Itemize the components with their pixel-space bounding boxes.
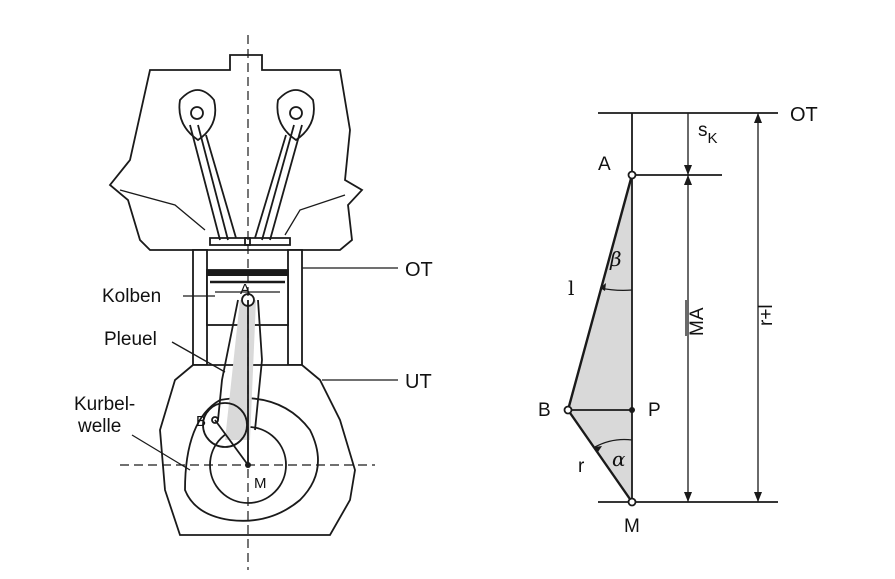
label-pleuel: Pleuel	[104, 329, 157, 350]
point-p	[629, 407, 635, 413]
diagram-label-m: M	[624, 516, 640, 537]
label-sk-main: s	[698, 120, 708, 141]
line-bm	[214, 419, 249, 466]
sk-arrowhead	[684, 165, 692, 175]
label-alpha: α	[612, 447, 626, 471]
label-ma: MA	[687, 307, 708, 336]
label-r: r	[578, 456, 585, 477]
rl-arrowhead-bottom	[754, 492, 762, 502]
crank-r	[567, 409, 633, 503]
ma-arrowhead-bottom	[684, 492, 692, 502]
connecting-rod	[217, 299, 263, 431]
pleuel-leader	[171, 341, 226, 373]
engine-label-ut: UT	[405, 371, 432, 393]
engine-cross-section: OT UT Kolben Pleuel Kurbel- welle A B M	[74, 35, 433, 570]
label-ma-group: MA	[685, 300, 708, 336]
alpha-arc	[594, 438, 633, 448]
label-rl-group: r+l	[756, 304, 777, 326]
engine-label-b: B	[196, 413, 206, 430]
label-r-plus-l: r+l	[756, 304, 777, 326]
diagram-label-p: P	[648, 400, 661, 421]
triangle-fill	[568, 175, 632, 502]
big-end	[202, 402, 248, 448]
exhaust-valve	[244, 124, 303, 246]
point-m	[627, 497, 637, 507]
head-contour	[119, 189, 346, 236]
label-beta: β	[609, 247, 622, 271]
diagram-label-ot: OT	[790, 104, 818, 126]
label-l: l	[568, 276, 574, 300]
label-kolben: Kolben	[102, 286, 161, 307]
label-sk: sK	[698, 120, 718, 147]
beta-arrow	[600, 283, 606, 291]
cylinder-wall-right	[287, 249, 303, 366]
crank-geometry-diagram: OT A B P M l r β α sK MA r+l	[538, 104, 818, 537]
point-a	[627, 170, 637, 180]
alpha-arrow	[595, 446, 602, 452]
kurbelwelle-leader	[131, 434, 191, 471]
engine-label-m: M	[254, 475, 267, 492]
cylinder-wall-left	[192, 249, 208, 366]
rod-l	[566, 174, 634, 411]
ma-arrowhead-top	[684, 175, 692, 185]
rl-arrowhead-top	[754, 113, 762, 123]
diagram-label-a: A	[598, 154, 611, 175]
diagram-label-b: B	[538, 400, 551, 421]
label-kurbelwelle-1: Kurbel-	[74, 394, 135, 415]
label-sk-sub: K	[708, 130, 718, 147]
right-camshaft	[276, 89, 315, 142]
label-kurbelwelle-2: welle	[77, 416, 121, 437]
engine-label-ot: OT	[405, 259, 433, 281]
left-camshaft	[178, 89, 217, 142]
cylinder-head	[108, 54, 364, 251]
crank-web	[184, 397, 319, 522]
engine-label-a: A	[240, 281, 250, 298]
point-b	[563, 405, 573, 415]
